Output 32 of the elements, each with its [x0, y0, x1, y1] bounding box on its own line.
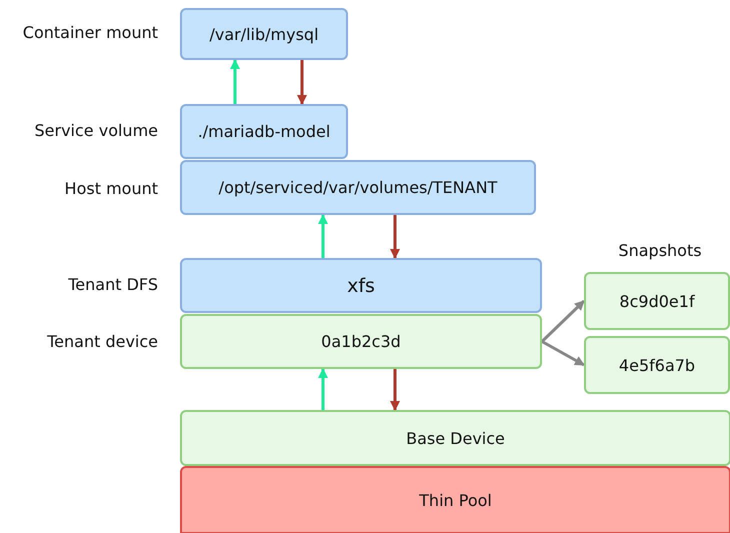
arrow — [541, 340, 585, 366]
device-box — [584, 336, 730, 394]
arrow — [318, 368, 328, 410]
layer-label: Host mount — [64, 179, 158, 198]
volume-box — [180, 258, 542, 313]
layer-label: Tenant device — [47, 332, 158, 351]
node-label: /var/lib/mysql — [209, 24, 319, 44]
layer-label: Container mount — [22, 23, 158, 42]
volume-box — [180, 8, 348, 60]
device-box — [180, 314, 542, 369]
node-label: 8c9d0e1f — [619, 292, 695, 310]
pool-box — [180, 466, 730, 533]
node-label: 0a1b2c3d — [321, 332, 401, 351]
node-label: Base Device — [406, 428, 505, 448]
node-label: xfs — [347, 274, 375, 296]
arrow — [390, 215, 400, 259]
layer-label: Service volume — [34, 121, 158, 140]
group-heading: Snapshots — [618, 241, 702, 260]
node-label: Thin Pool — [419, 490, 492, 510]
device-box — [584, 272, 730, 330]
layer-label: Tenant DFS — [68, 275, 158, 294]
node-label: ./mariadb-model — [198, 122, 330, 141]
volume-box — [180, 104, 348, 159]
arrow — [297, 60, 307, 105]
arrow — [230, 59, 240, 104]
device-box — [180, 410, 730, 466]
volume-box — [180, 160, 536, 215]
arrow — [540, 300, 586, 343]
node-label: 4e5f6a7b — [618, 356, 696, 374]
node-label: /opt/serviced/var/volumes/TENANT — [218, 178, 498, 197]
arrow — [390, 369, 400, 411]
arrow — [318, 214, 328, 258]
